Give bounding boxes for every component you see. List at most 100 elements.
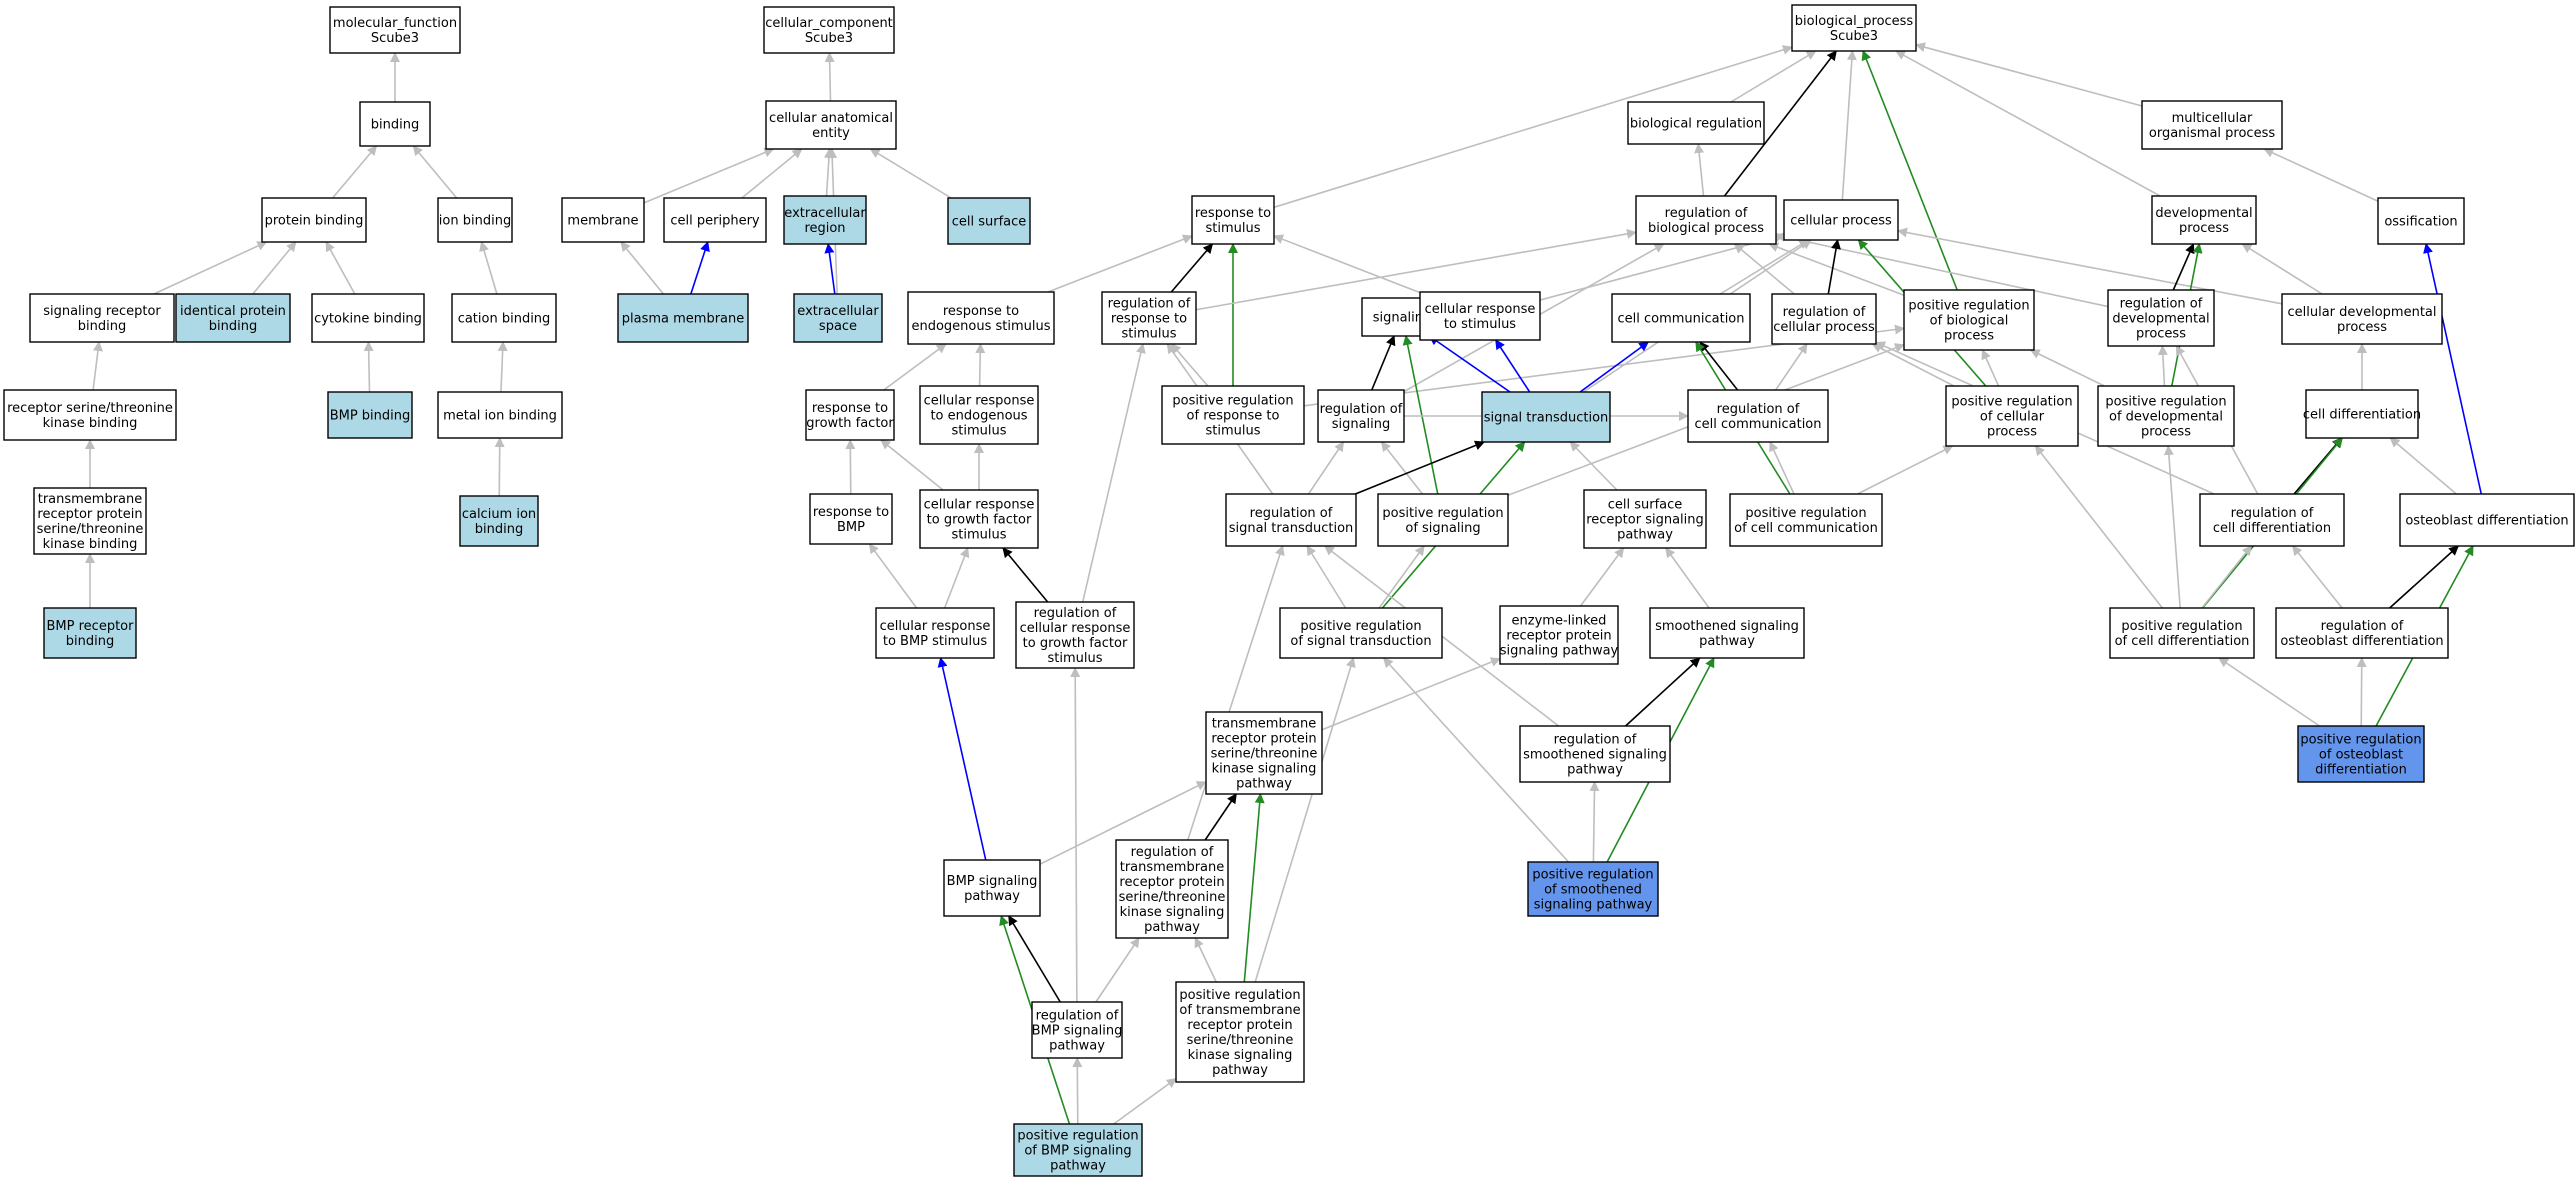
go-term-label: osteoblast differentiation xyxy=(2280,634,2443,649)
edge-cellproc-to-bp xyxy=(1841,50,1857,201)
go-term-node-osteodiff[interactable]: osteoblast differentiation xyxy=(2399,493,2575,547)
go-term-node-protbind[interactable]: protein binding xyxy=(261,197,367,243)
go-term-node-sigtrans[interactable]: signal transduction xyxy=(1481,391,1611,443)
go-term-label: of osteoblast xyxy=(2319,748,2403,763)
go-term-node-membrane[interactable]: membrane xyxy=(561,197,645,243)
go-term-node-plasmamem[interactable]: plasma membrane xyxy=(617,293,749,343)
edge-regsmo-to-smosig xyxy=(1625,657,1701,727)
go-term-box xyxy=(1419,291,1541,341)
go-term-node-cellperiph[interactable]: cell periphery xyxy=(663,197,767,243)
go-term-box xyxy=(2399,493,2575,547)
go-term-label: receptor protein xyxy=(1506,629,1611,644)
go-term-label: osteoblast differentiation xyxy=(2405,514,2568,529)
go-term-label: regulation of xyxy=(1108,297,1191,312)
go-term-box xyxy=(29,293,175,343)
edge-posregsig-to-regsig xyxy=(1380,441,1424,495)
go-term-box xyxy=(1729,493,1883,547)
go-term-node-ossif[interactable]: ossification xyxy=(2377,197,2465,245)
go-term-label: positive regulation xyxy=(2121,619,2242,634)
go-term-node-ionbind[interactable]: ion binding xyxy=(437,197,513,243)
go-term-label: binding xyxy=(66,634,114,649)
go-term-label: regulation of xyxy=(1131,845,1214,860)
go-term-label: serine/threonine xyxy=(1187,1033,1294,1048)
edge-csrsp-to-sigtrans xyxy=(1569,441,1618,491)
go-term-box xyxy=(2141,100,2283,150)
go-term-node-bmpbind[interactable]: BMP binding xyxy=(327,391,413,439)
go-term-node-biolreg[interactable]: biological regulation xyxy=(1627,101,1765,145)
go-term-node-metalion[interactable]: metal ion binding xyxy=(437,391,563,439)
go-term-label: regulation of xyxy=(1320,402,1403,417)
go-term-label: of signaling xyxy=(1405,521,1480,536)
go-term-node-cytobind[interactable]: cytokine binding xyxy=(311,293,425,343)
go-term-label: cellular anatomical xyxy=(769,111,893,126)
go-term-label: regulation of xyxy=(2120,297,2203,312)
go-term-box xyxy=(617,293,749,343)
go-term-node-cellsurf[interactable]: cell surface xyxy=(947,197,1031,245)
go-term-node-cellcomm[interactable]: cell communication xyxy=(1611,293,1751,343)
go-term-label: stimulus xyxy=(1121,327,1176,342)
go-term-node-cationbind[interactable]: cation binding xyxy=(451,293,557,343)
go-term-node-celldiff[interactable]: cell differentiation xyxy=(2303,389,2421,439)
go-term-label: stimulus xyxy=(1205,424,1260,439)
go-term-label: to stimulus xyxy=(1444,317,1516,332)
go-term-box xyxy=(1687,389,1829,443)
go-term-node-binding[interactable]: binding xyxy=(359,101,431,147)
go-term-node-cellproc[interactable]: cellular process xyxy=(1783,199,1899,241)
go-term-box xyxy=(1191,195,1275,245)
edge-bmpsig-to-tmrpstk xyxy=(1039,781,1207,865)
